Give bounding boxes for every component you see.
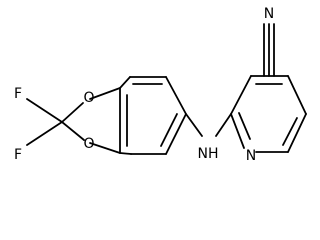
bond-o-bottom-ring <box>89 142 121 154</box>
oxygen-bottom-label: O <box>83 136 94 152</box>
benzene-bond-4 <box>165 113 187 155</box>
pyridine-double-3 <box>238 112 251 140</box>
bond-c-o-top <box>61 102 84 123</box>
amine-label: NH <box>198 146 219 162</box>
bond-nh-pyridine <box>215 113 232 137</box>
fluorine-top-label: F <box>14 86 22 102</box>
benzene-bond-6 <box>119 152 132 155</box>
nitrile-n-label: N <box>264 6 274 22</box>
pyridine-bond-6 <box>230 113 245 149</box>
bond-c-o-bottom <box>61 121 85 141</box>
bond-o-top-ring <box>89 87 121 100</box>
molecule-structure: N F O F O NH N <box>14 6 307 164</box>
pyridine-n-label: N <box>246 148 256 164</box>
oxygen-top-label: O <box>83 90 94 106</box>
bond-ring-nh <box>185 113 203 137</box>
pyridine-double-2 <box>282 117 298 146</box>
bond-lines <box>26 23 307 155</box>
benzene-bond-3 <box>165 76 187 115</box>
bond-f-top-c <box>26 98 63 123</box>
benzene-double-2 <box>160 113 178 147</box>
pyridine-bond-1 <box>230 75 252 115</box>
benzene-bond-1 <box>119 76 131 89</box>
pyridine-bond-3 <box>287 75 307 115</box>
bond-f-bottom-c <box>26 121 63 146</box>
fluorine-bottom-label: F <box>14 147 22 163</box>
pyridine-bond-4 <box>287 113 307 153</box>
atom-labels: N F O F O NH N <box>14 6 274 164</box>
